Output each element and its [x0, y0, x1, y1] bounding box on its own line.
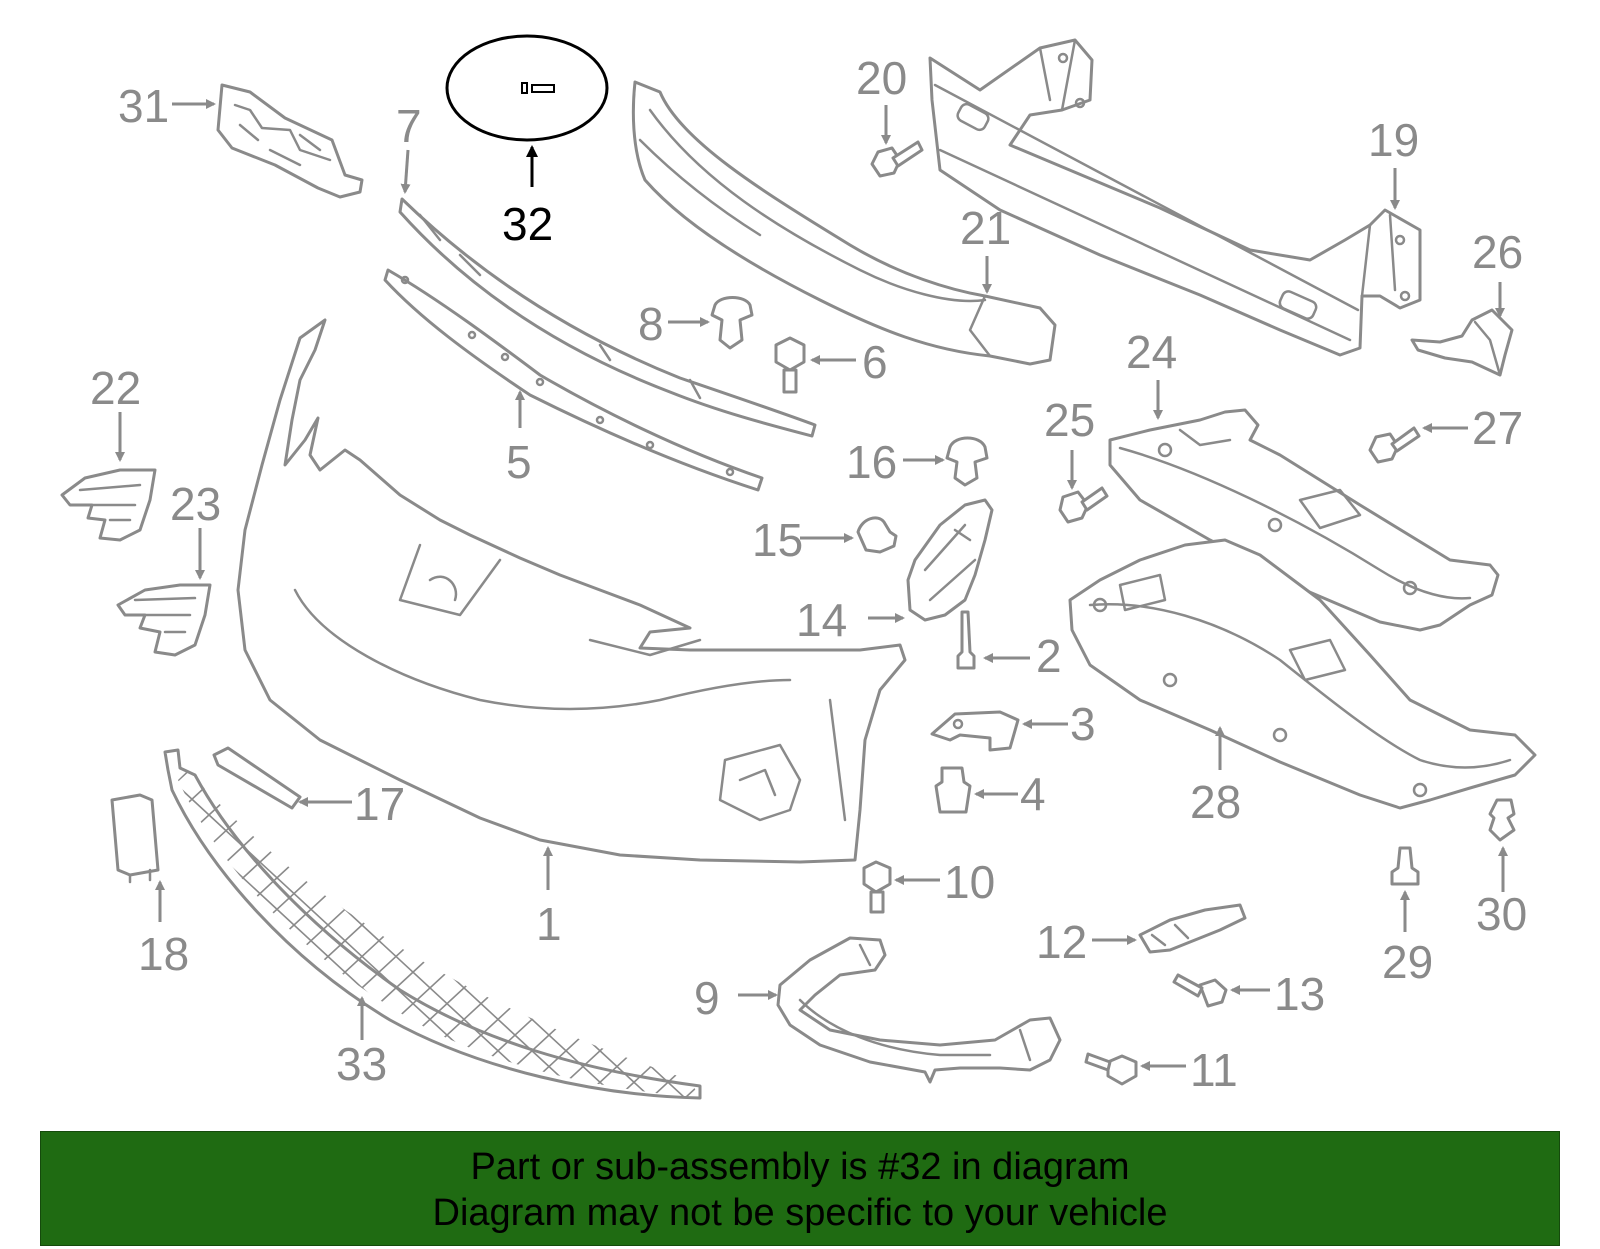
part-27-bolt	[1368, 423, 1468, 464]
mesh-line	[0, 740, 52, 1110]
part-13-screw	[1172, 973, 1270, 1008]
callout-31: 31	[118, 80, 169, 132]
part-31-bracket	[172, 83, 364, 199]
part-21-absorber	[631, 80, 1057, 366]
callout-28: 28	[1190, 776, 1241, 828]
callout-25: 25	[1044, 394, 1095, 446]
callout-29: 29	[1382, 936, 1433, 988]
part-16-clip	[903, 436, 989, 487]
callout-4: 4	[1020, 768, 1046, 820]
part-14-bracket	[868, 498, 994, 623]
part-11-bolt	[1084, 1052, 1186, 1086]
mesh-line	[0, 740, 18, 1110]
callout-32: 32	[502, 198, 553, 250]
callout-23: 23	[170, 478, 221, 530]
part-20-bolt	[870, 105, 924, 178]
mesh-line	[0, 740, 120, 1110]
callout-18: 18	[138, 928, 189, 980]
part-1-bumper-cover	[236, 318, 907, 890]
callout-14: 14	[796, 594, 847, 646]
callout-22: 22	[90, 362, 141, 414]
callout-21: 21	[960, 202, 1011, 254]
callout-5: 5	[506, 436, 532, 488]
part-6-bolt	[774, 336, 856, 394]
banner-line-2: Diagram may not be specific to your vehi…	[432, 1192, 1168, 1234]
mesh-line	[0, 740, 52, 1110]
mesh-line	[0, 740, 18, 1110]
part-18-cover	[110, 793, 165, 922]
part-19-reinforcement	[928, 38, 1422, 357]
callout-6: 6	[862, 336, 888, 388]
part-10-bolt	[862, 860, 940, 914]
callout-19: 19	[1368, 114, 1419, 166]
part-22-bracket	[60, 412, 157, 542]
callout-11: 11	[1190, 1044, 1238, 1096]
part-5-strip	[383, 268, 764, 492]
part-17-strip	[212, 746, 352, 810]
mesh-line	[0, 740, 86, 1110]
callout-10: 10	[944, 856, 995, 908]
mesh-line	[178, 770, 189, 1098]
callout-26: 26	[1472, 226, 1523, 278]
part-9-bracket	[738, 936, 1062, 1084]
part-30-fastener	[1488, 798, 1516, 892]
mesh-line	[178, 770, 257, 1098]
callout-33: 33	[336, 1038, 387, 1090]
callout-16: 16	[846, 436, 897, 488]
part-23-bracket	[116, 528, 212, 657]
callout-7: 7	[396, 100, 422, 152]
part-3-bracket	[930, 710, 1068, 752]
banner-line-1: Part or sub-assembly is #32 in diagram	[470, 1146, 1130, 1188]
callout-15: 15	[752, 514, 803, 566]
callout-20: 20	[856, 52, 907, 104]
part-26-bracket	[1410, 282, 1514, 377]
part-12-bracket	[1092, 903, 1247, 954]
part-7-strip	[398, 149, 817, 438]
part-28-cover	[1068, 538, 1537, 810]
callout-3: 3	[1070, 698, 1096, 750]
callout-12: 12	[1036, 916, 1087, 968]
part-29-fastener	[1390, 846, 1420, 932]
callout-2: 2	[1036, 630, 1062, 682]
callout-17: 17	[354, 778, 405, 830]
part-8-clip	[668, 296, 754, 350]
callout-30: 30	[1476, 888, 1527, 940]
info-banner: Part or sub-assembly is #32 in diagram D…	[40, 1131, 1560, 1246]
part-4-clip	[934, 766, 1018, 814]
mesh-line	[178, 770, 189, 1098]
callout-27: 27	[1472, 402, 1523, 454]
mesh-line	[501, 770, 700, 1098]
mesh-line	[0, 740, 86, 1110]
callout-labels: 1 2 3 4 5 6 7 8 9 10 11 12 13 14 15 16 1…	[90, 52, 1527, 1096]
part-32-highlight[interactable]	[445, 34, 609, 187]
mesh-line	[178, 770, 257, 1098]
callout-1: 1	[536, 898, 562, 950]
part-25-bolt	[1058, 450, 1109, 524]
part-15-clip	[800, 516, 898, 554]
mesh-line	[0, 740, 120, 1110]
callout-9: 9	[694, 972, 720, 1024]
callout-13: 13	[1274, 968, 1325, 1020]
callout-8: 8	[638, 298, 664, 350]
part-2-pin	[956, 610, 1030, 670]
callout-24: 24	[1126, 326, 1177, 378]
